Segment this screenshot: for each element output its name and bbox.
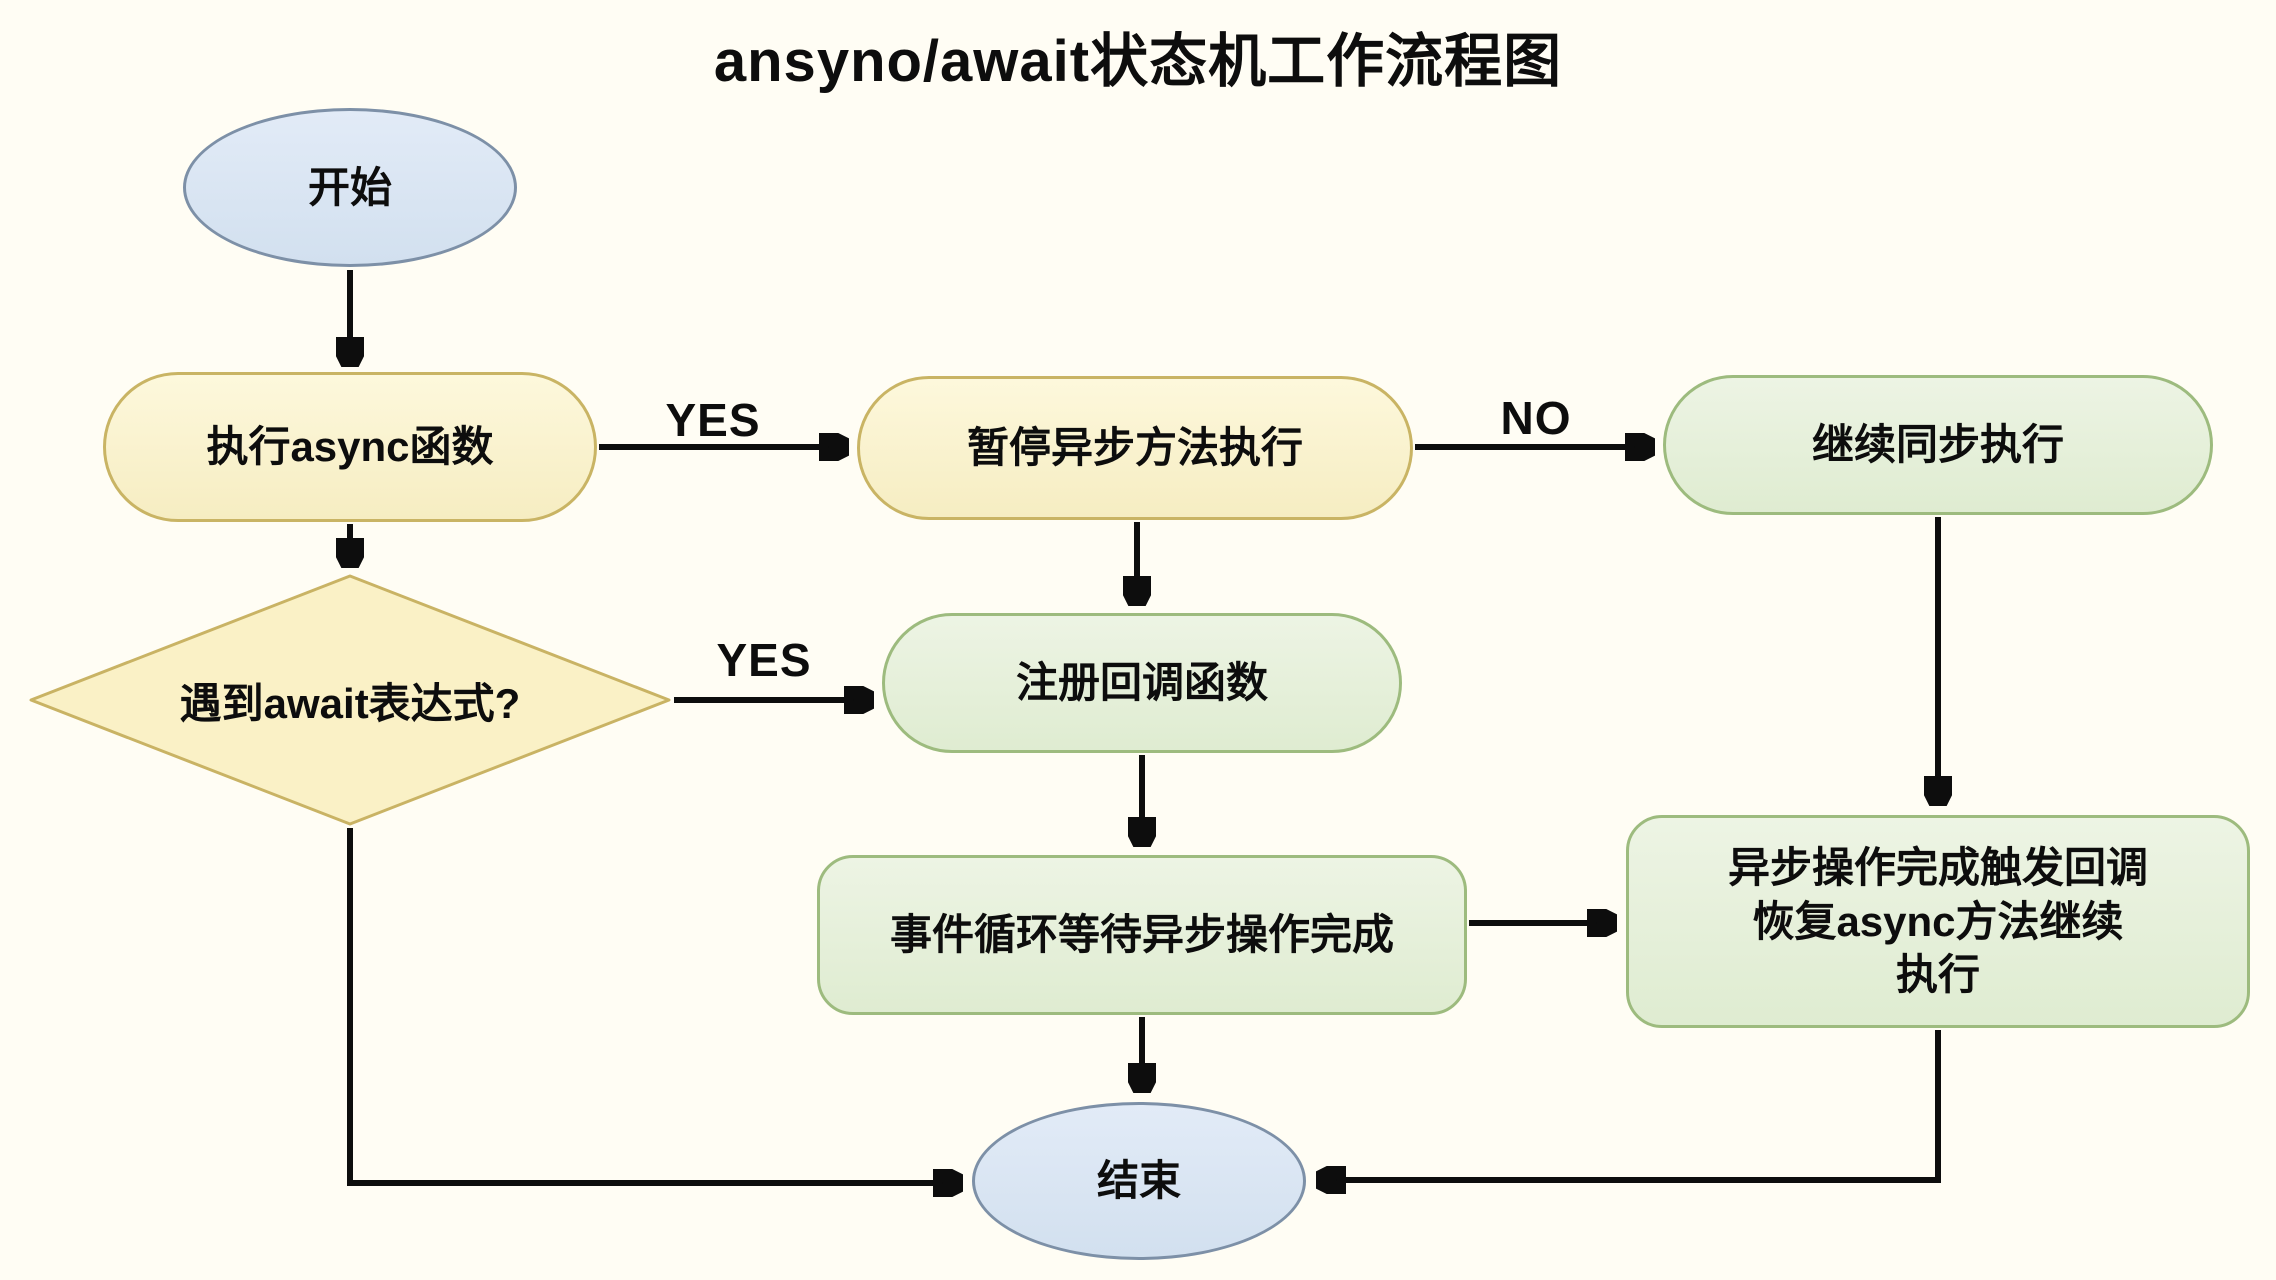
callback-resume-line-1: 异步操作完成触发回调 [1727, 843, 2148, 891]
callback-resume-line-3: 执行 [1895, 951, 1980, 999]
node-start: 开始 [183, 108, 517, 267]
node-exec-async-label: 执行async函数 [206, 423, 494, 471]
edge-callback-to-end [1320, 1030, 1941, 1180]
node-pause-async-label: 暂停异步方法执行 [966, 424, 1303, 472]
node-exec-async: 执行async函数 [103, 372, 597, 522]
node-callback-resume: 异步操作完成触发回调 恢复async方法继续 执行 [1626, 815, 2250, 1028]
node-callback-resume-label: 异步操作完成触发回调 恢复async方法继续 执行 [1728, 841, 2148, 1002]
node-pause-async: 暂停异步方法执行 [857, 376, 1413, 520]
node-end-label: 结束 [1096, 1157, 1181, 1205]
edge-label-no-pause-to-continue: NO [1500, 392, 1572, 444]
node-await-decision-label: 遇到await表达式? [179, 679, 521, 727]
node-event-loop-label: 事件循环等待异步操作完成 [889, 911, 1394, 959]
node-start-label: 开始 [307, 163, 392, 211]
callback-resume-line-2: 恢复async方法继续 [1752, 897, 2124, 945]
node-register-callback-label: 注册回调函数 [1015, 659, 1268, 707]
node-end: 结束 [972, 1102, 1306, 1260]
edge-label-yes-await-to-register: YES [716, 634, 812, 686]
edge-label-yes-exec-to-pause: YES [665, 394, 761, 446]
node-continue-sync: 继续同步执行 [1663, 375, 2213, 515]
decision-diamond-shape [29, 574, 671, 826]
node-register-callback: 注册回调函数 [882, 613, 1402, 753]
diagram-title: ansyno/await状态机工作流程图 [713, 29, 1563, 94]
node-await-decision: 遇到await表达式? [28, 574, 672, 826]
edge-diamond-to-end [347, 828, 959, 1183]
node-event-loop: 事件循环等待异步操作完成 [817, 855, 1467, 1015]
node-continue-sync-label: 继续同步执行 [1811, 421, 2064, 469]
